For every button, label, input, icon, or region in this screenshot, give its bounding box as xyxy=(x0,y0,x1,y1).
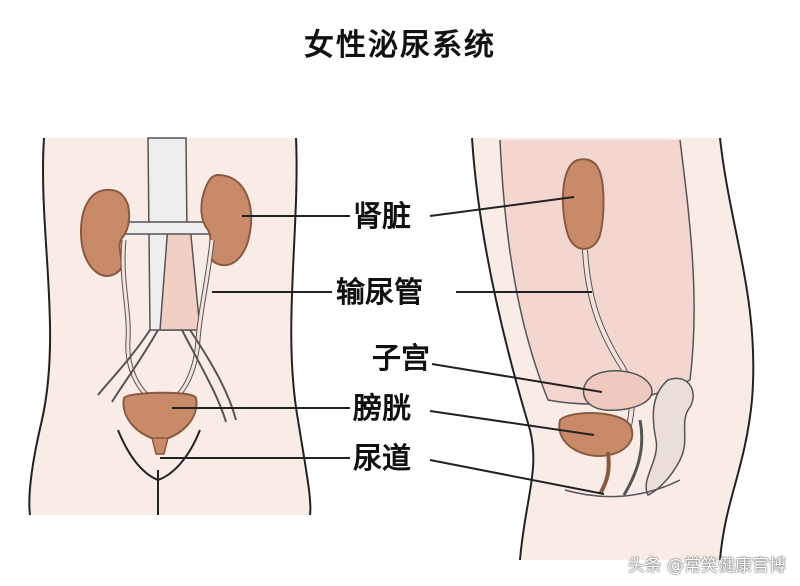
side-uterus xyxy=(582,369,653,411)
side-urethra xyxy=(598,451,611,495)
leader-bladder-right xyxy=(429,410,595,436)
leader-lines xyxy=(160,196,605,495)
side-torso-back-edge xyxy=(471,137,535,561)
leader-kidney-right xyxy=(429,196,575,217)
left-ureter-inner xyxy=(121,239,151,400)
left-iliac-vessel-2 xyxy=(111,329,159,403)
right-ureter-inner xyxy=(174,239,214,400)
label-kidney: 肾脏 xyxy=(353,199,412,233)
front-torso-left-edge xyxy=(28,137,52,516)
side-rectum xyxy=(645,377,694,496)
label-uterus: 子宫 xyxy=(372,341,431,375)
side-vagina xyxy=(622,419,644,496)
front-urethra xyxy=(151,437,169,455)
side-torso-front-edge xyxy=(719,137,755,561)
diagram-title: 女性泌尿系统 xyxy=(304,28,496,63)
side-pelvic-floor xyxy=(564,479,681,498)
side-kidney xyxy=(561,158,605,250)
side-bladder xyxy=(558,412,634,458)
left-iliac-vessel xyxy=(97,329,151,396)
right-iliac-vessel xyxy=(189,329,237,421)
front-bladder xyxy=(122,391,198,442)
leader-uterus xyxy=(431,363,603,393)
side-view-figure xyxy=(471,137,755,561)
label-urethra: 尿道 xyxy=(353,441,412,475)
front-view-figure xyxy=(28,137,312,516)
label-ureter: 输尿管 xyxy=(336,275,424,309)
leader-urethra-right xyxy=(429,459,605,495)
label-bladder: 膀胱 xyxy=(353,391,412,425)
front-torso-right-edge xyxy=(290,137,312,516)
right-iliac-vessel-2 xyxy=(181,329,227,423)
watermark: 头条 @常笑健康官博 xyxy=(627,556,786,576)
